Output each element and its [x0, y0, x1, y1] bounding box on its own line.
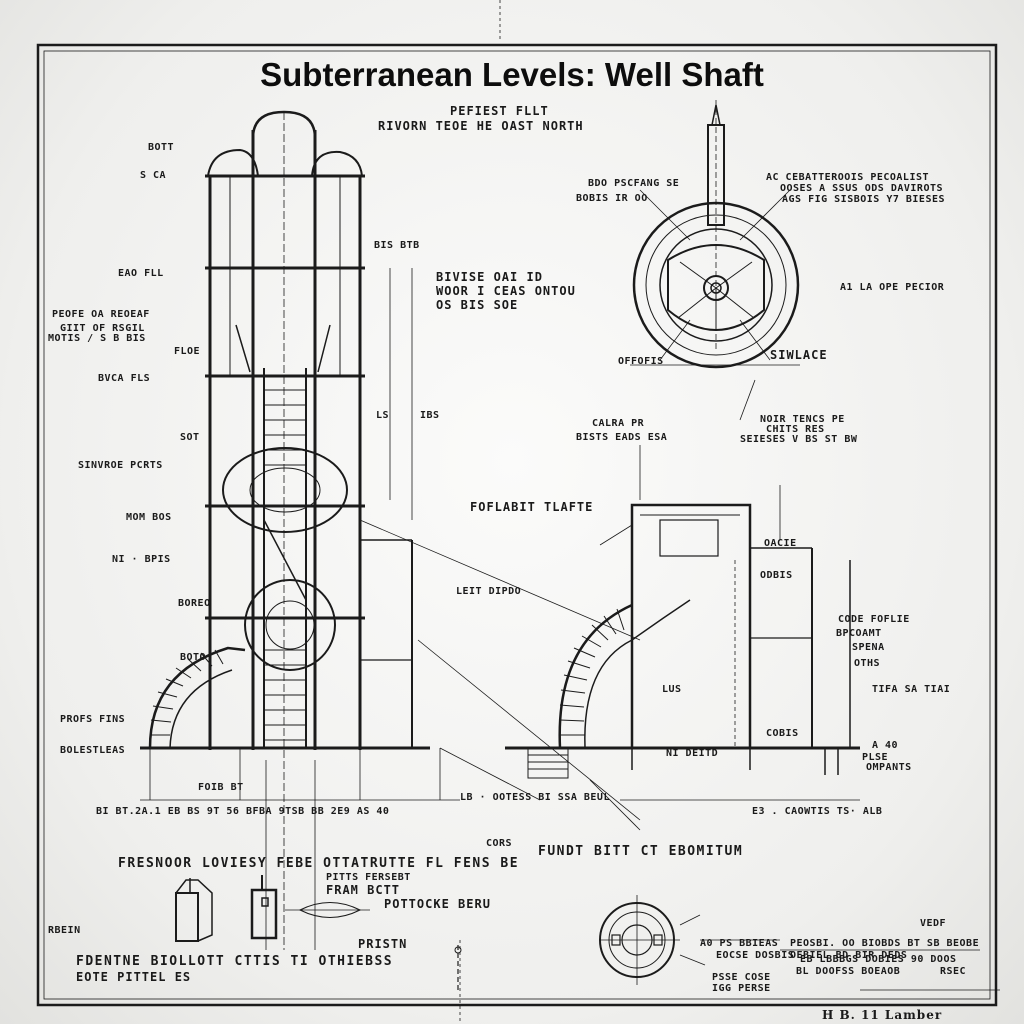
callout-label: SEIESES V BS ST BW	[740, 434, 858, 445]
dimension-line-label: BI BT.2A.1 EB BS 9T 56 BFBA 9TSB BB 2E9 …	[96, 806, 390, 817]
section-heading: FUNDT BITT CT EBOMITUM	[538, 844, 744, 859]
callout-label: EB LBBBGS DOBIES 90 DOOS	[800, 954, 957, 965]
callout-label: EOCSE DOSBIS	[716, 950, 795, 961]
callout-label: AGS FIG SISBOIS Y7 BIESES	[782, 194, 946, 205]
callout-label: CORS	[486, 838, 513, 849]
callout-label: OOSES A SSUS ODS DAVIROTS	[780, 183, 944, 194]
diagram-title: Subterranean Levels: Well Shaft	[260, 56, 764, 93]
center-note: WOOR I CEAS ONTOU	[436, 284, 576, 298]
callout-label: A0 PS BBIEAS	[700, 938, 779, 949]
header-note: RIVORN TEOE HE OAST NORTH	[378, 119, 584, 133]
callout-label: FRAM BCTT	[326, 883, 401, 897]
callout-label: OACIE	[764, 538, 797, 549]
callout-label: BVCA FLS	[98, 373, 151, 384]
callout-label: PSSE COSE	[712, 972, 771, 983]
callout-label: A1 LA OPE PECIOR	[840, 282, 945, 293]
callout-label: PLSE	[862, 752, 889, 763]
callout-label: POTTOCKE BERU	[384, 897, 491, 911]
shaft-section-view	[505, 445, 860, 831]
callout-label: PEOSBI. OO BIOBDS BT SB BEOBE	[790, 938, 980, 949]
callout-label: PROFS FINS	[60, 714, 126, 725]
callout-label: FLOE	[174, 346, 201, 357]
detail-sketches	[175, 875, 462, 990]
callout-label: ODBIS	[760, 570, 793, 581]
callout-label: RBEIN	[48, 925, 81, 936]
callout-label: SOT	[180, 432, 200, 443]
shaft-plan-view	[630, 100, 800, 421]
callout-label: BISTS EADS ESA	[576, 432, 668, 443]
center-note: OS BIS SOE	[436, 298, 519, 312]
callout-label: LEIT DIPDO	[456, 586, 522, 597]
callout-label: BPCOAMT	[836, 628, 882, 639]
dim-label: FOIB BT	[198, 782, 244, 793]
callout-label: SPENA	[852, 642, 885, 653]
callout-label: OMPANTS	[866, 762, 912, 773]
callout-label: S CA	[140, 170, 167, 181]
section-heading: FRESNOOR LOVIESY FEBE OTTATRUTTE FL FENS…	[118, 856, 520, 871]
callout-label: NI · BPIS	[112, 554, 171, 565]
section-label: FOFLABIT TLAFTE	[470, 500, 594, 514]
callout-label: SINVROE PCRTS	[78, 460, 163, 471]
callout-label: EAO FLL	[118, 268, 164, 279]
callout-label: OEBIEL BD BIR DEDS	[790, 950, 908, 961]
shaft-elevation	[140, 110, 641, 950]
callout-label: GIIT OF RSGIL	[60, 323, 145, 334]
corner-handwriting: H B. 11 Lamber	[822, 1008, 943, 1022]
dim-label: BIS BTB	[374, 240, 420, 251]
callout-label: BOREO	[178, 598, 211, 609]
callout-label: VEDF	[920, 918, 947, 929]
callout-label: BOTT	[148, 142, 175, 153]
callout-label: BL DOOFSS BOEAOB	[796, 966, 901, 977]
callout-label: PRISTN	[358, 937, 408, 951]
dim-label: LS	[376, 410, 390, 421]
callout-label: NOIR TENCS PE	[760, 414, 845, 425]
callout-label: SIWLACE	[770, 348, 828, 362]
header-note: PEFIEST FLLT	[450, 104, 549, 118]
dim-label: NI DEITD	[666, 748, 719, 759]
callout-label: BDO PSCFANG SE	[588, 178, 680, 189]
callout-label: CHITS RES	[766, 424, 825, 435]
footer-note: FDENTNE BIOLLOTT CTTIS TI OTHIEBSS	[76, 954, 394, 969]
callout-label: BOTO	[180, 652, 207, 663]
inner-border	[43, 50, 991, 1000]
dimension-line-label: E3 . CAOWTIS TS· ALB	[752, 806, 883, 817]
callout-label: MOTIS / S B BIS	[48, 333, 146, 344]
footer-note: EOTE PITTEL ES	[76, 970, 192, 984]
dim-label: IBS	[420, 410, 440, 421]
dimension-line-label: LB · OOTESS BI SSA BEUL	[460, 792, 610, 803]
callout-label: RSEC	[940, 966, 967, 977]
callout-label: IGG PERSE	[712, 983, 771, 994]
callout-label: MOM BOS	[126, 512, 172, 523]
callout-label: COBIS	[766, 728, 799, 739]
center-note: BIVISE OAI ID	[436, 270, 543, 284]
callout-label: BOBIS IR OO	[576, 193, 648, 204]
callout-label: PITTS FERSEBT	[326, 872, 411, 883]
callout-label: OTHS	[854, 658, 881, 669]
callout-label: OFFOFIS	[618, 356, 664, 367]
callout-label: AC CEBATTEROOIS PECOALIST	[766, 172, 930, 183]
callout-label: A 40	[872, 740, 899, 751]
callout-label: CALRA PR	[592, 418, 645, 429]
outer-border	[36, 43, 998, 1007]
callout-label: BOLESTLEAS	[60, 745, 126, 756]
callout-label: CODE FOFLIE	[838, 614, 910, 625]
callout-label: TIFA SA TIAI	[872, 684, 951, 695]
round-detail	[599, 895, 1000, 991]
callout-label: LUS	[662, 684, 682, 695]
callout-label: PEOFE OA REOEAF	[52, 309, 150, 320]
